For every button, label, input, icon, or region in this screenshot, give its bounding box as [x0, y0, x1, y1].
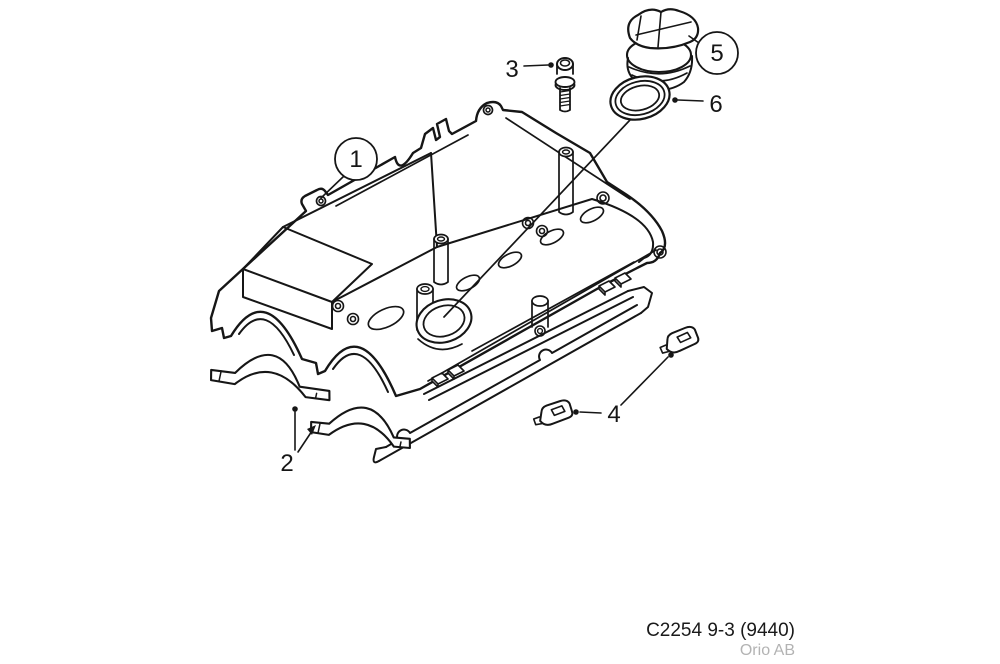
clip-drawing-lower	[532, 399, 574, 426]
callout-6-dot	[672, 97, 678, 103]
callout-3-leader	[523, 64, 549, 67]
callout-2-arrowhead	[307, 425, 316, 435]
callout-1-leader	[320, 175, 345, 199]
callout-4-label: 4	[607, 401, 620, 428]
callout-4-leader-a	[579, 411, 602, 414]
oil-filler-opening	[415, 298, 473, 351]
callout-5-label: 5	[710, 40, 723, 67]
figure-code: C2254 9-3 (9440)	[646, 620, 795, 641]
gasket-strip-1	[209, 353, 331, 402]
callout-4-leader-b	[620, 356, 669, 406]
callout-3-label: 3	[505, 56, 518, 83]
callout-5-leader	[688, 35, 700, 44]
callout-1-label: 1	[349, 146, 362, 173]
front-boss	[531, 295, 549, 337]
seal-ring-drawing	[609, 75, 671, 121]
bolt-tower-3	[558, 146, 574, 216]
rail-clip-tabs	[431, 272, 632, 388]
callout-6-leader	[677, 99, 704, 102]
gasket-strip-2	[309, 406, 411, 450]
seal-to-filler-leader	[443, 119, 631, 318]
callout-5-circle	[695, 31, 739, 75]
bolt-tower-2	[433, 233, 449, 286]
callout-3-dot	[548, 62, 554, 68]
clip-drawing-upper	[659, 325, 700, 354]
callout-6-label: 6	[709, 91, 722, 118]
bolt-drawing	[554, 57, 576, 113]
valve-cover-drawing	[209, 100, 667, 398]
callouts: 1 5 3 6 2 4	[280, 31, 739, 477]
callout-4-dot-a	[573, 409, 579, 415]
callout-4-dot-b	[668, 352, 674, 358]
publisher-name: Orio AB	[739, 641, 795, 659]
footer: C2254 9-3 (9440) Orio AB	[495, 620, 795, 660]
callout-1-circle	[334, 137, 378, 181]
callout-2-dot	[292, 406, 298, 412]
perimeter-gasket-drawing	[372, 286, 653, 464]
bolt-bosses	[331, 191, 667, 326]
callout-2-label: 2	[280, 450, 293, 477]
callout-2-leader-b	[297, 430, 313, 453]
oil-cap-drawing	[625, 8, 700, 101]
